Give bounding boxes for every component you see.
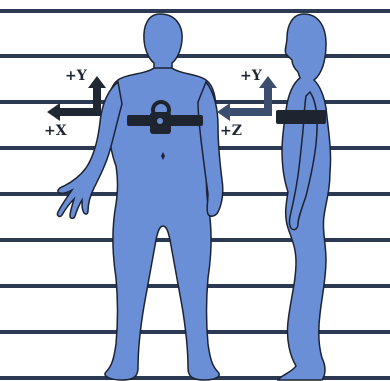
- front-x-label: +X: [44, 123, 67, 139]
- front-head: [144, 14, 182, 70]
- side-human-figure: [276, 14, 331, 380]
- front-x-arrow: [47, 103, 101, 121]
- front-y-label: +Y: [65, 68, 88, 84]
- stripe: [0, 9, 390, 13]
- side-y-label: +Y: [240, 68, 263, 84]
- sensor-dot: [157, 118, 163, 124]
- side-z-label: +Z: [220, 123, 242, 139]
- stripe: [0, 54, 390, 58]
- side-z-arrow: [217, 103, 272, 121]
- side-chest-strap: [276, 110, 326, 124]
